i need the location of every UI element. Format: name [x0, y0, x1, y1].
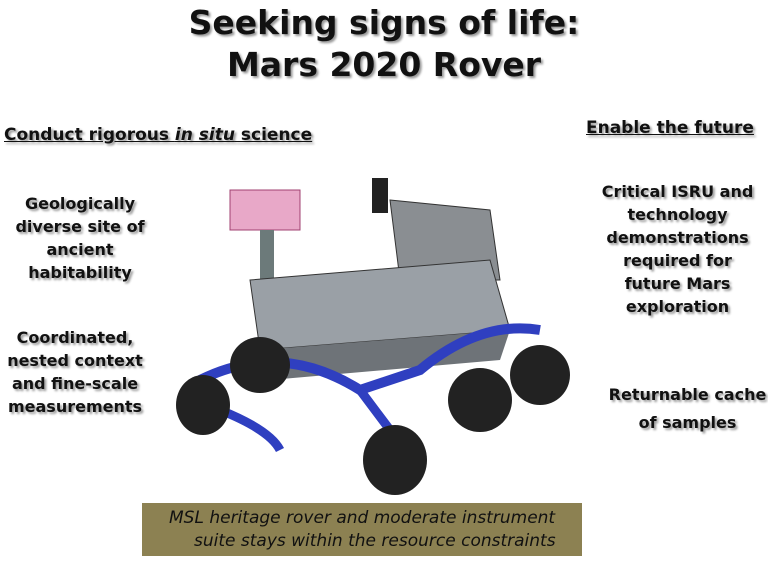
- text-line: Returnable cache: [608, 385, 767, 404]
- left-heading-pre: Conduct rigorous: [4, 125, 175, 145]
- left-item-1: Geologically diverse site of ancient hab…: [0, 192, 160, 284]
- text-line: nested context: [7, 351, 143, 370]
- left-heading-post: science: [234, 125, 313, 145]
- wheel: [230, 337, 290, 393]
- text-line: technology: [627, 205, 728, 224]
- camera-mast-head: [229, 189, 301, 231]
- text-line: Critical ISRU and: [601, 182, 754, 201]
- slide-title: Seeking signs of life: Mars 2020 Rover: [0, 2, 768, 86]
- title-line-2: Mars 2020 Rover: [226, 45, 542, 84]
- right-item-2: Returnable cache of samples: [605, 381, 768, 437]
- rocker-bogie-rear: [218, 387, 394, 453]
- wheel: [448, 368, 512, 432]
- text-line: habitability: [28, 263, 132, 282]
- text-line: Geologically: [24, 194, 136, 213]
- text-line: ancient: [46, 240, 114, 259]
- rover-illustration: [176, 178, 570, 495]
- text-line: measurements: [7, 397, 143, 416]
- text-line: diverse site of: [15, 217, 145, 236]
- summary-banner: MSL heritage rover and moderate instrume…: [142, 503, 582, 556]
- text-line: required for: [623, 251, 732, 270]
- text-line: demonstrations: [606, 228, 749, 247]
- left-heading: Conduct rigorous in situ science: [4, 125, 312, 145]
- text-line: and fine-scale: [11, 374, 139, 393]
- text-line: exploration: [625, 297, 730, 316]
- rtg-panel: [389, 199, 501, 281]
- text-line: of samples: [638, 413, 737, 432]
- left-heading-italic: in situ: [174, 125, 235, 145]
- antenna: [372, 178, 388, 213]
- right-heading: Enable the future: [586, 118, 754, 138]
- text-line: Coordinated,: [16, 328, 134, 347]
- right-item-1: Critical ISRU and technology demonstrati…: [590, 180, 765, 318]
- banner-line-2: suite stays within the resource constrai…: [194, 531, 556, 551]
- title-line-1: Seeking signs of life:: [188, 3, 580, 42]
- banner-line-1: MSL heritage rover and moderate instrume…: [169, 508, 556, 528]
- left-item-2: Coordinated, nested context and fine-sca…: [0, 326, 150, 418]
- text-line: future Mars: [624, 274, 731, 293]
- wheel: [363, 425, 427, 495]
- wheel: [176, 375, 230, 435]
- wheel: [510, 345, 570, 405]
